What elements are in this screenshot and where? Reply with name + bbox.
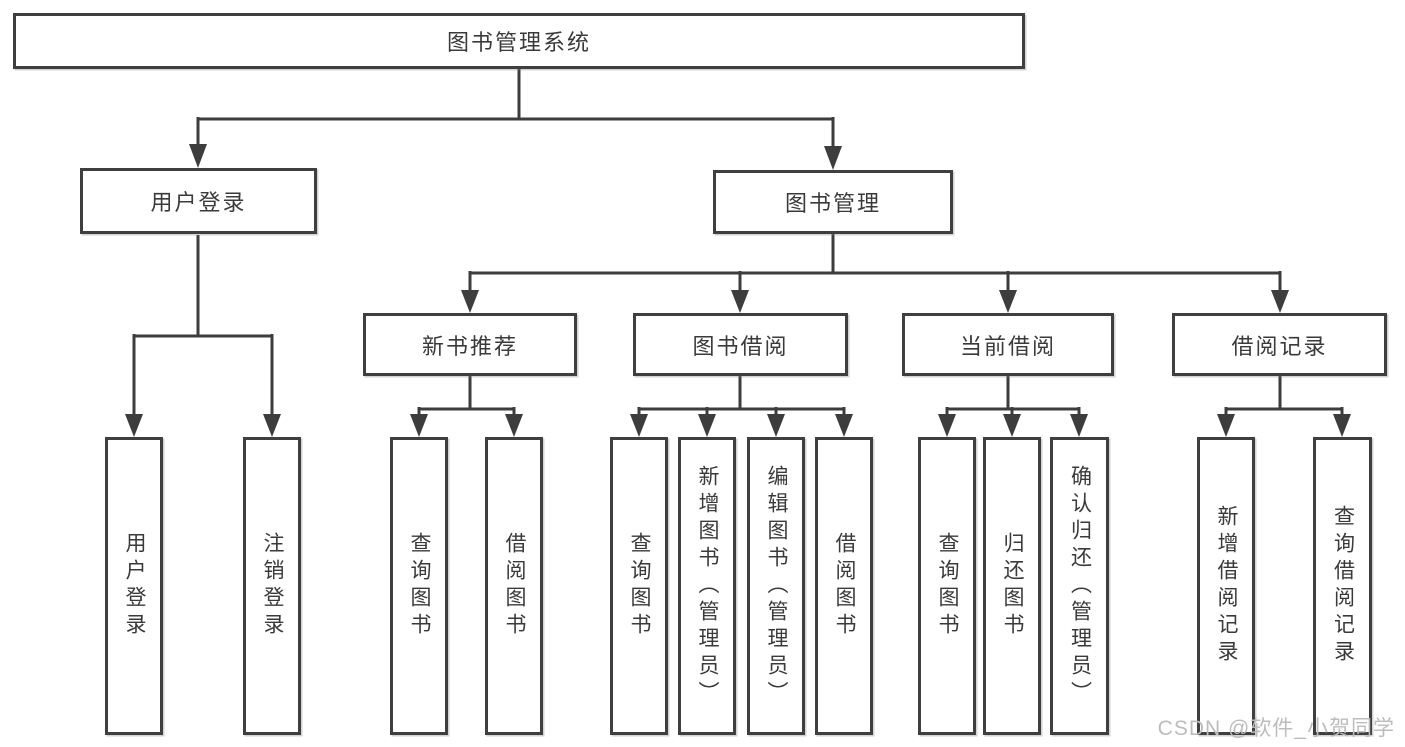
watermark-text: CSDN @软件_小贺同学 xyxy=(1157,717,1395,740)
leaf-query-borrow-record: 查询借阅记录 xyxy=(1313,437,1372,735)
node-book-borrowing: 图书借阅 xyxy=(633,313,848,376)
arrowhead-icon xyxy=(698,414,716,437)
arrowhead-icon xyxy=(410,414,428,437)
arrowhead-icon xyxy=(1333,414,1351,437)
arrowhead-icon xyxy=(630,414,648,437)
arrowhead-group-currentborrow xyxy=(938,414,1088,437)
connector-userlogin-branch xyxy=(132,235,274,416)
connector-records-branch xyxy=(1224,376,1344,416)
leaf-add-books-admin: 新增图书（管理员） xyxy=(678,437,736,735)
arrowhead-icon xyxy=(1070,414,1088,437)
leaf-edit-books-admin: 编辑图书（管理员） xyxy=(747,437,805,735)
arrowhead-icon xyxy=(505,414,523,437)
connector-bookmgmt-to-level3 xyxy=(468,234,1282,292)
arrowhead-icon xyxy=(1217,414,1235,437)
arrowhead-group-bookborrow xyxy=(630,414,853,437)
leaf-borrow-books-borrowing: 借阅图书 xyxy=(815,437,873,735)
leaf-query-books-borrowing: 查询图书 xyxy=(610,437,668,735)
leaf-return-books: 归还图书 xyxy=(983,437,1041,735)
connector-currentborrow-branch xyxy=(945,376,1081,416)
connector-bookborrow-branch xyxy=(637,376,846,416)
arrowhead-group-newbooks xyxy=(410,414,523,437)
node-new-book-recommendation: 新书推荐 xyxy=(363,313,577,376)
arrowhead-group-level2 xyxy=(189,144,842,170)
leaf-logout: 注销登录 xyxy=(243,437,301,735)
node-current-borrowing: 当前借阅 xyxy=(902,313,1114,376)
leaf-query-books-current: 查询图书 xyxy=(918,437,976,735)
node-borrowing-records: 借阅记录 xyxy=(1172,313,1387,376)
arrowhead-icon xyxy=(938,414,956,437)
node-user-login: 用户登录 xyxy=(80,168,317,234)
leaf-confirm-return-admin: 确认归还（管理员） xyxy=(1050,437,1109,735)
arrowhead-icon xyxy=(189,144,207,168)
leaf-add-borrow-record: 新增借阅记录 xyxy=(1197,437,1255,735)
arrowhead-icon xyxy=(263,414,281,437)
arrowhead-icon xyxy=(731,290,749,313)
node-library-management-system: 图书管理系统 xyxy=(13,13,1025,69)
arrowhead-icon xyxy=(1003,414,1021,437)
arrowhead-icon xyxy=(125,414,143,437)
arrowhead-group-records xyxy=(1217,414,1351,437)
connector-root-to-level2 xyxy=(196,69,835,148)
arrowhead-icon xyxy=(767,414,785,437)
arrowhead-icon xyxy=(999,290,1017,313)
arrowhead-icon xyxy=(461,290,479,313)
arrowhead-group-level3 xyxy=(461,290,1289,313)
leaf-user-login: 用户登录 xyxy=(105,437,163,735)
leaf-query-books-newbooks: 查询图书 xyxy=(390,437,448,735)
arrowhead-group-userlogin xyxy=(125,414,281,437)
arrowhead-icon xyxy=(835,414,853,437)
arrowhead-icon xyxy=(1271,290,1289,313)
arrowhead-icon xyxy=(824,146,842,170)
connector-newbooks-branch xyxy=(417,376,516,416)
node-book-management: 图书管理 xyxy=(713,170,953,234)
leaf-borrow-books-newbooks: 借阅图书 xyxy=(485,437,543,735)
